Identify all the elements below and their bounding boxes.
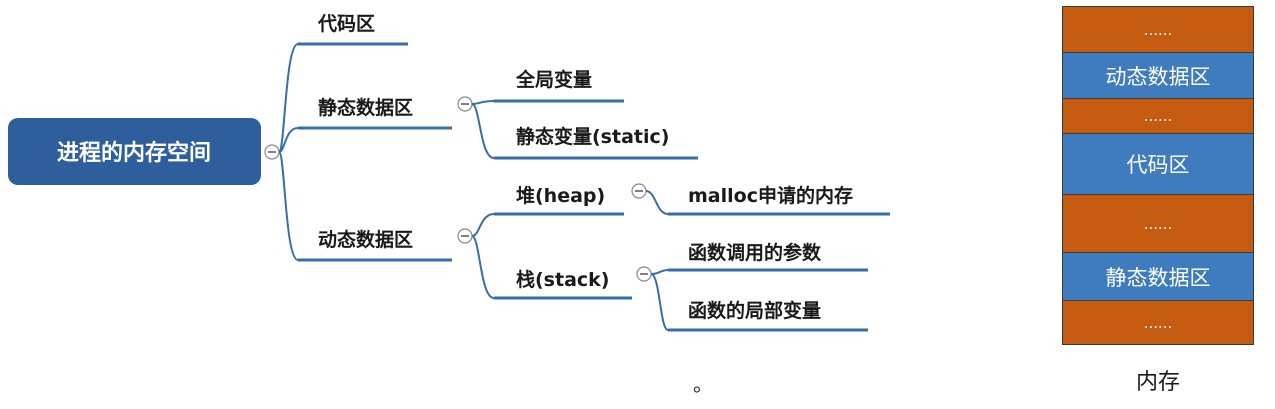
connector xyxy=(278,127,299,153)
dynamic-area-node[interactable]: 动态数据区 xyxy=(318,228,413,251)
memory-diagram: ...... 动态数据区 ...... 代码区 ...... 静态数据区 ...… xyxy=(1062,6,1254,345)
root-label: 进程的内存空间 xyxy=(57,140,211,166)
connector xyxy=(650,269,669,275)
local-vars-node[interactable]: 函数的局部变量 xyxy=(688,299,821,322)
stack-node[interactable]: 栈(stack) xyxy=(516,268,609,291)
mind-map: 进程的内存空间 代码区 静态数据区 全局变量 静态变量(static) 动态数据… xyxy=(8,13,890,332)
collapse-icon[interactable] xyxy=(631,183,647,199)
global-var-node[interactable]: 全局变量 xyxy=(515,68,592,91)
memory-segment-static: 静态数据区 xyxy=(1062,252,1254,301)
connector xyxy=(645,190,669,215)
memory-segment-free: ...... xyxy=(1062,98,1254,134)
code-area-node[interactable]: 代码区 xyxy=(317,13,375,35)
connector xyxy=(650,273,669,331)
collapse-icon[interactable] xyxy=(264,144,280,160)
memory-segment-free: ...... xyxy=(1062,194,1254,253)
connector xyxy=(278,151,299,261)
static-area-node[interactable]: 静态数据区 xyxy=(318,96,413,119)
func-params-node[interactable]: 函数调用的参数 xyxy=(688,241,822,264)
memory-segment-free: ...... xyxy=(1062,6,1254,53)
connector xyxy=(278,43,299,153)
collapse-icon[interactable] xyxy=(636,266,652,282)
heap-node[interactable]: 堆(heap) xyxy=(516,184,605,207)
connector xyxy=(471,213,495,237)
connector xyxy=(471,100,495,105)
memory-caption: 内存 xyxy=(1135,370,1180,395)
memory-segment-code: 代码区 xyxy=(1062,133,1254,195)
static-var-node[interactable]: 静态变量(static) xyxy=(516,125,669,148)
collapse-icon[interactable] xyxy=(457,228,473,244)
memory-segment-dynamic: 动态数据区 xyxy=(1062,52,1254,99)
connector xyxy=(471,103,495,159)
memory-segment-free: ...... xyxy=(1062,300,1254,345)
root-node[interactable] xyxy=(8,118,261,185)
collapse-icon[interactable] xyxy=(457,96,473,112)
malloc-node[interactable]: malloc申请的内存 xyxy=(688,184,853,207)
connector xyxy=(471,235,495,299)
stray-mark: 。 xyxy=(693,372,713,396)
